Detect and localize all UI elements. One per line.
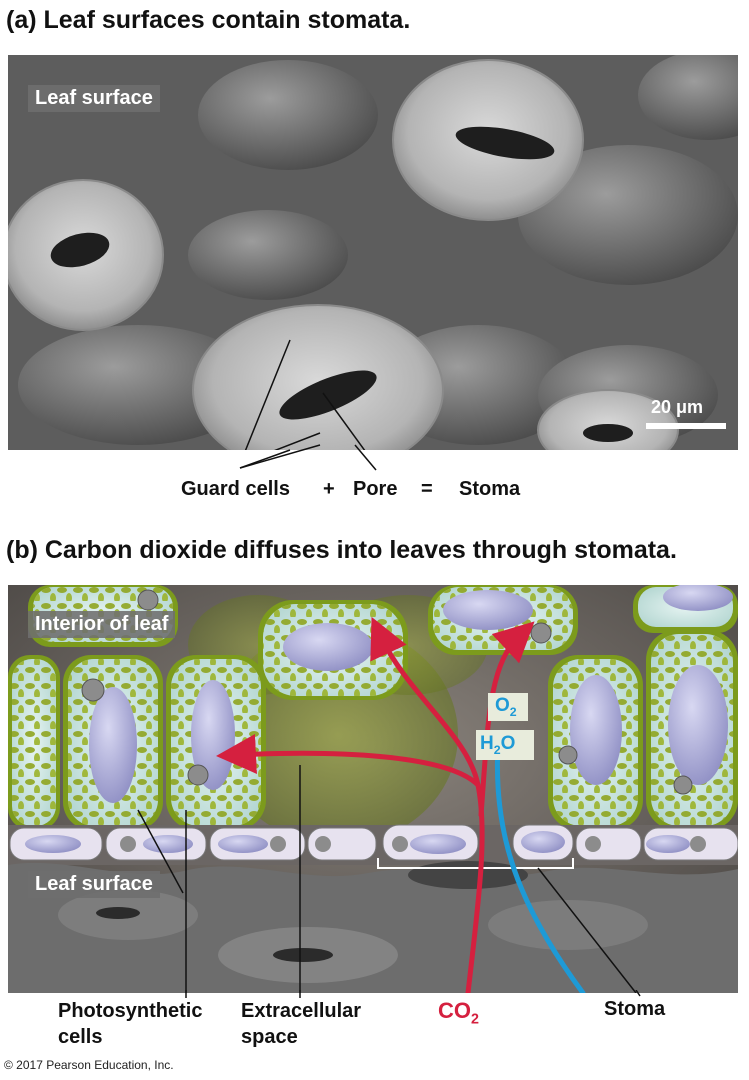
epidermal-cell [638, 55, 738, 140]
co2-label: CO2 [438, 998, 479, 1028]
leaf-cross-section-image [8, 585, 738, 993]
photosynthetic-leader [137, 809, 184, 894]
h2o-arrow [494, 742, 586, 993]
photosynthetic-cell [548, 655, 643, 830]
guard-cells-label: Guard cells [181, 478, 290, 500]
leaf-surface-lower [8, 862, 738, 993]
scale-bar-label: 20 μm [651, 397, 704, 417]
lower-leaders [185, 990, 641, 998]
copyright-credit: © 2017 Pearson Education, Inc. [4, 1058, 174, 1072]
stoma-center [192, 304, 444, 450]
photosynthetic-cell [428, 585, 578, 655]
o2-label-bg [488, 693, 528, 721]
epidermal-cell [518, 145, 738, 285]
stoma-label-b: Stoma [604, 998, 666, 1020]
stoma-leader [537, 867, 637, 993]
leaf-surface-label-a: Leaf surface [28, 85, 160, 112]
pore-label: Pore [353, 478, 398, 500]
scale-bar [646, 423, 726, 429]
photosynthetic-cell [633, 585, 738, 633]
panel-b-heading: (b) Carbon dioxide diffuses into leaves … [6, 536, 677, 564]
guard-cell-leader [244, 339, 291, 450]
micrograph-panel: Leaf surface 20 μm [8, 55, 738, 450]
interior-of-leaf-label: Interior of leaf [28, 611, 176, 638]
photosynthetic-cell [646, 630, 738, 830]
h2o-label: H2O [480, 733, 516, 757]
photosynthetic-cells-label: Photosynthetic cells [58, 1000, 203, 1048]
stoma-top [392, 59, 584, 221]
stoma-label-a: Stoma [459, 478, 521, 500]
extracellular-space-label: Extracellular space [241, 1000, 362, 1048]
leaf-surface-label-b: Leaf surface [28, 871, 160, 898]
equation-leaders [239, 444, 377, 471]
photosynthetic-cell [8, 655, 60, 830]
epidermal-cell [188, 210, 348, 300]
photosynthetic-cell [166, 655, 266, 830]
photosynthetic-cell [63, 655, 163, 830]
epidermal-cell-row [9, 824, 738, 861]
leaf-cross-section-panel: Interior of leaf Leaf surface O2 H2O [8, 585, 738, 993]
stoma-right-partial [537, 389, 679, 450]
guard-cell-leader [274, 432, 321, 450]
panel-a-heading: (a) Leaf surfaces contain stomata. [6, 6, 411, 34]
equals-sign: = [421, 478, 433, 500]
stoma-bracket [377, 858, 574, 869]
pore-leader [322, 392, 366, 450]
epidermal-cell [198, 60, 378, 170]
o2-label: O2 [495, 695, 517, 719]
plus-sign: + [323, 478, 335, 500]
h2o-label-bg [476, 730, 534, 760]
stoma-left [8, 179, 164, 331]
micrograph-image [8, 55, 738, 450]
